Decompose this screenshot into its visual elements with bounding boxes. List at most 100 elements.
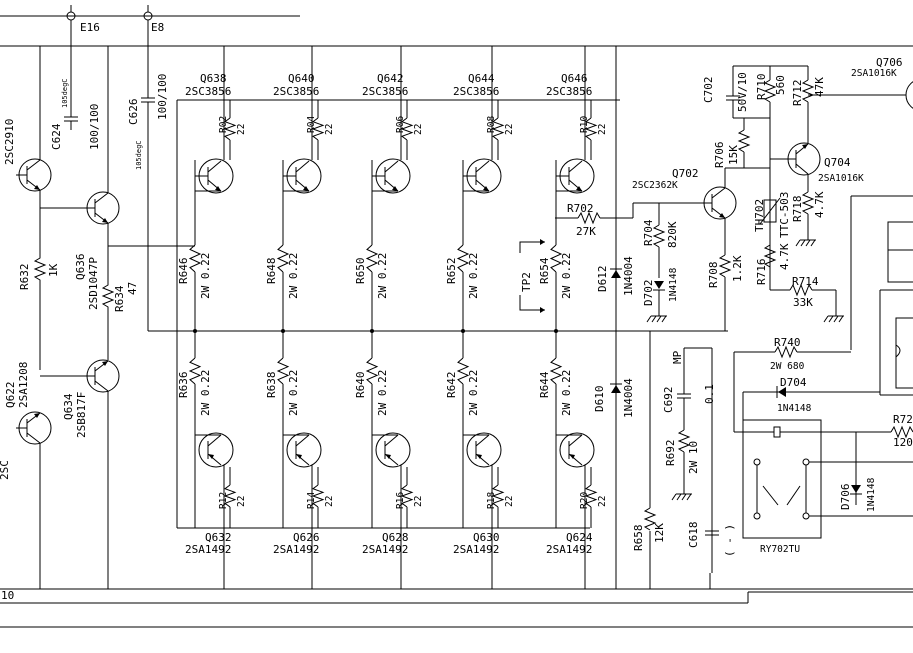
d612-diode: D612 1N4004: [596, 46, 635, 589]
pnp-body: [198, 432, 234, 468]
r716-ref: R716: [755, 259, 768, 286]
c624-value: 100/100: [88, 104, 101, 150]
c692-ref: C692: [662, 387, 675, 414]
npn-collector: [384, 160, 399, 173]
r710-ref: R710: [755, 74, 768, 101]
d706-type: 1N4148: [866, 477, 877, 512]
q634-type: 2SB817F: [75, 392, 88, 438]
q704-type: 2SA1016K: [818, 173, 864, 184]
pnp-collector: [568, 434, 583, 447]
q636-type: 2SD1047P: [87, 257, 100, 310]
tp2-label: TP2: [520, 272, 533, 292]
q-left-bottom-type: 2SC: [0, 460, 11, 480]
zigzag: [223, 484, 237, 508]
npn-arrow: [483, 186, 489, 191]
zigzag: [188, 244, 202, 273]
bottom-base-resistor-value: 22: [324, 496, 335, 507]
top-emitter-resistor-value: 2W 0.22: [376, 253, 389, 299]
top-base-resistor: R06 22: [395, 100, 424, 160]
zigzag: [584, 117, 598, 141]
bottom-transistor-ref: Q630: [473, 531, 500, 544]
q702-type: 2SC2362K: [632, 180, 678, 191]
r714-ref: R714: [792, 275, 819, 288]
th702-type: TTC-503: [778, 192, 791, 238]
pnp-body: [466, 432, 502, 468]
r704-resistor: R704 820K: [642, 203, 679, 278]
q706-transistor: Q706 2SA1016K: [808, 56, 913, 109]
r692-ref: R692: [664, 440, 677, 467]
r740-ref: R740: [774, 336, 801, 349]
bottom-transistor-type: 2SA1492: [273, 543, 319, 556]
bottom-emitter-resistor-value: 2W 0.22: [376, 370, 389, 416]
junction-dot: [554, 329, 558, 333]
c618-value: ( - ): [723, 524, 736, 557]
zigzag: [549, 357, 563, 385]
top-transistor-type: 2SC3856: [546, 85, 592, 98]
th702-ref: TH702: [753, 199, 766, 232]
top-transistor-ref: Q642: [377, 72, 404, 85]
bottom-emitter-resistor-ref: R644: [538, 371, 551, 398]
zigzag: [400, 117, 414, 141]
d704-type: 1N4148: [777, 403, 812, 414]
top-emitter-resistor-ref: R648: [265, 258, 278, 285]
d704-diode: D704 1N4148: [742, 376, 880, 420]
r706-resistor: R706 15K: [713, 118, 751, 169]
npn-arrow: [215, 186, 221, 191]
r634-value: 47: [126, 282, 139, 295]
bottom-transistor-ref: Q628: [382, 531, 409, 544]
relay-ry702: RY702TU: [734, 419, 913, 555]
top-base-resistor-ref: R04: [306, 116, 317, 133]
bottom-emitter-resistor-value: 2W 0.22: [560, 370, 573, 416]
e8-marker: E8: [143, 5, 164, 46]
c702-value: 50V/10: [736, 72, 749, 112]
mp-label: MP: [671, 350, 684, 364]
top-emitter-resistor-value: 2W 0.22: [560, 253, 573, 299]
top-base-resistor-value: 22: [413, 124, 424, 135]
pnp-collector: [295, 434, 310, 447]
c692-value: 0.1: [703, 384, 716, 404]
zigzag: [549, 244, 563, 273]
q702-ref: Q702: [672, 167, 699, 180]
top-base-resistor-ref: R06: [395, 116, 406, 133]
d702-diode: D702 1N4148: [642, 267, 679, 323]
r702-resistor: R702 27K: [555, 202, 705, 238]
pnp-collector: [475, 434, 490, 447]
r712-ref: R712: [791, 80, 804, 107]
bottom-base-resistor-value: 22: [236, 496, 247, 507]
r706-ref: R706: [713, 142, 726, 169]
top-emitter-resistor-ref: R646: [177, 258, 190, 285]
r692-resistor: R692 2W 10: [664, 429, 700, 501]
r708-value: 1.2K: [731, 255, 744, 282]
npn-collector: [475, 160, 490, 173]
c702-ref: C702: [702, 77, 715, 104]
zigzag: [584, 484, 598, 508]
top-base-resistor-ref: R02: [218, 116, 229, 133]
top-transistor-type: 2SC3856: [273, 85, 319, 98]
bottom-base-resistor-ref: R16: [395, 492, 406, 509]
top-emitter-resistor-value: 2W 0.22: [287, 253, 300, 299]
junction-dot: [461, 329, 465, 333]
d610-ref: D610: [593, 386, 606, 413]
zigzag: [456, 244, 470, 273]
d704-ref: D704: [780, 376, 807, 389]
q706-type: 2SA1016K: [851, 68, 897, 79]
q634-transistor: Q634 2SB817F: [40, 359, 120, 589]
zigzag: [188, 357, 202, 385]
top-transistor-ref: Q646: [561, 72, 588, 85]
pnp-arrow: [569, 454, 575, 459]
bottom-transistor-type: 2SA1492: [362, 543, 408, 556]
